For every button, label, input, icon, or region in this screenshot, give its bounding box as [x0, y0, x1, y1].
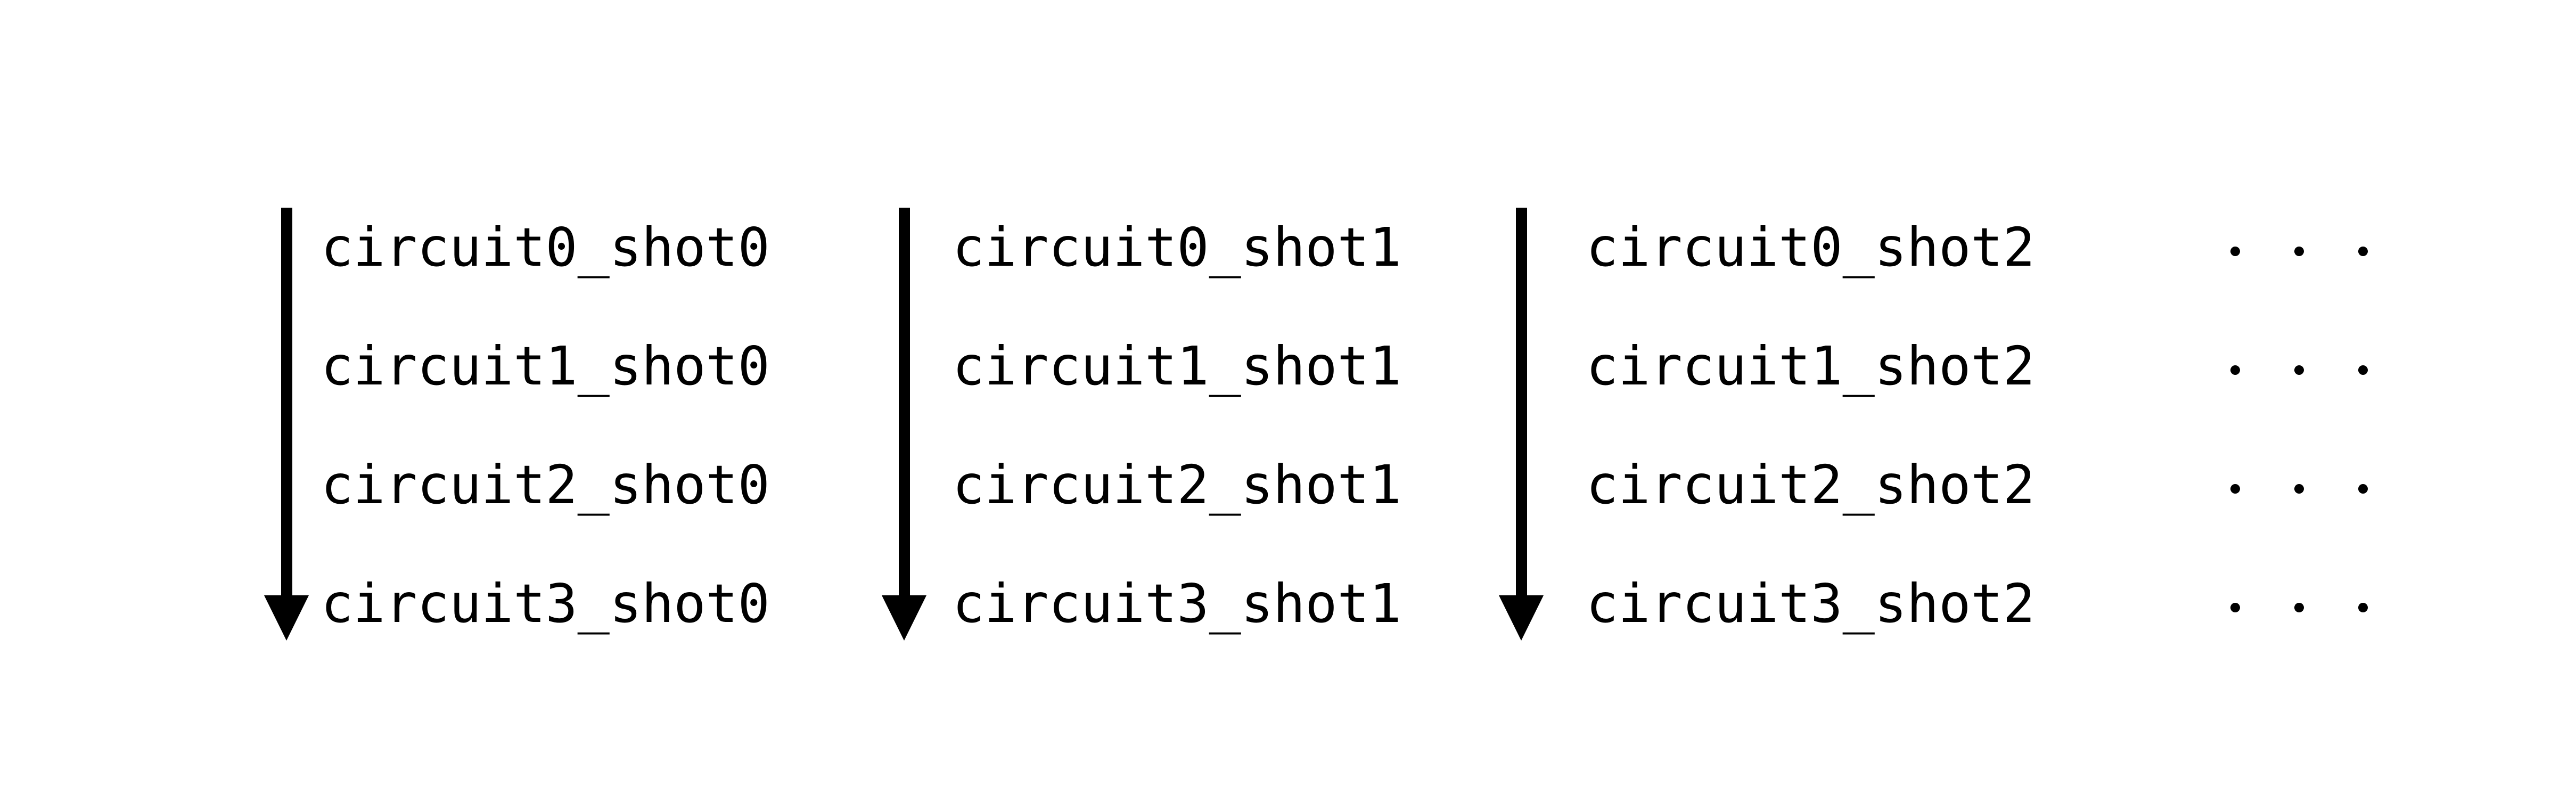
- ellipsis-dot: [2230, 247, 2240, 256]
- ellipsis-dot: [2294, 484, 2304, 494]
- circuit-shot-label: circuit3_shot0: [321, 572, 770, 635]
- arrow-shaft: [899, 208, 910, 595]
- circuit-shot-label: circuit2_shot0: [321, 454, 770, 516]
- ellipsis-dot: [2358, 603, 2368, 612]
- arrow-head: [264, 595, 309, 641]
- circuit-shot-label: circuit1_shot1: [953, 335, 1401, 397]
- circuit-shot-label: circuit1_shot2: [1586, 335, 2035, 397]
- ellipsis-dot: [2230, 603, 2240, 612]
- ellipsis-dot: [2294, 247, 2304, 256]
- circuit-shot-label: circuit2_shot2: [1586, 454, 2035, 516]
- circuit-shot-label: circuit0_shot0: [321, 216, 770, 278]
- circuit-shot-label: circuit1_shot0: [321, 335, 770, 397]
- arrow-head: [1499, 595, 1544, 641]
- ellipsis-dot: [2230, 484, 2240, 494]
- ellipsis-dot: [2294, 365, 2304, 375]
- down-arrow-icon: [264, 208, 309, 641]
- ellipsis-dot: [2230, 365, 2240, 375]
- arrow-shaft: [281, 208, 292, 595]
- ellipsis-dot: [2358, 247, 2368, 256]
- down-arrow-icon: [1499, 208, 1544, 641]
- down-arrow-icon: [882, 208, 927, 641]
- arrow-shaft: [1516, 208, 1527, 595]
- ellipsis-dot: [2358, 365, 2368, 375]
- circuit-shot-label: circuit0_shot1: [953, 216, 1401, 278]
- circuit-shot-label: circuit0_shot2: [1586, 216, 2035, 278]
- arrow-head: [882, 595, 926, 641]
- ellipsis-dot: [2358, 484, 2368, 494]
- ellipsis-dot: [2294, 603, 2304, 612]
- circuit-shot-label: circuit3_shot1: [953, 572, 1401, 635]
- circuit-shot-label: circuit3_shot2: [1586, 572, 2035, 635]
- circuit-shot-label: circuit2_shot1: [953, 454, 1401, 516]
